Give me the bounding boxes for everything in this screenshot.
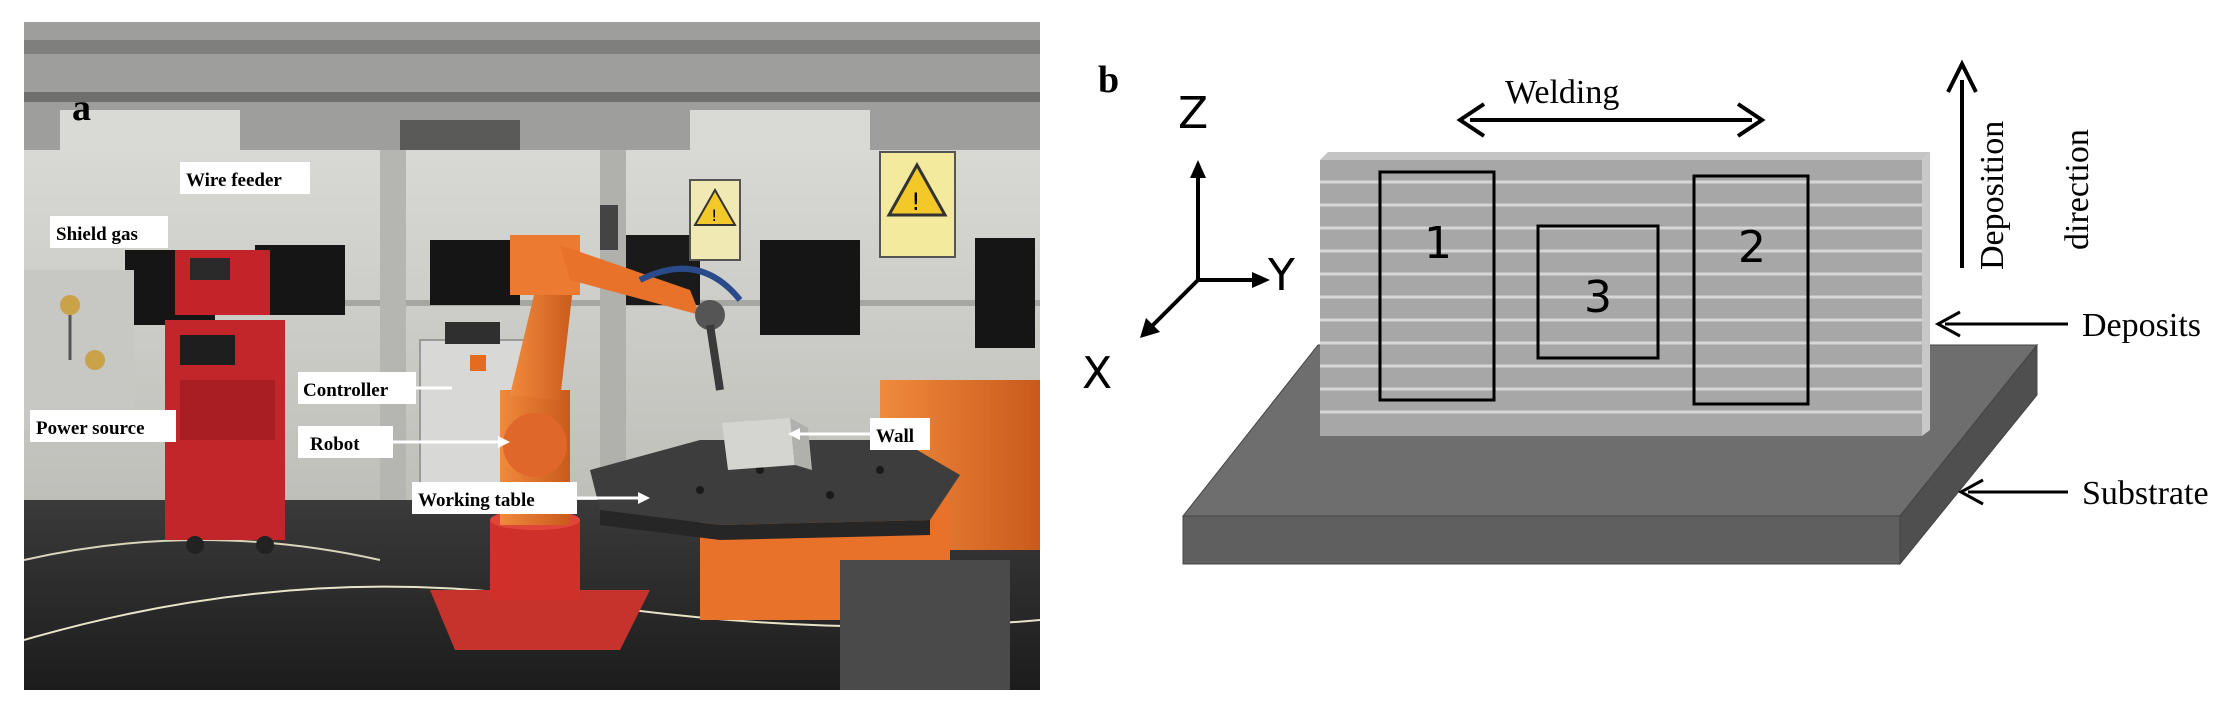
z-arrow-icon (1190, 160, 1206, 178)
panel-a-photo: ! ! (24, 22, 1040, 690)
x-arrow-icon (1140, 318, 1160, 338)
wall-window (760, 240, 860, 335)
deposition-direction-arrow: Deposition direction (1946, 59, 2096, 270)
axis-y-label: Y (1267, 250, 1295, 301)
panel-b-letter: b (1098, 59, 1119, 101)
y-arrow-icon (1252, 272, 1270, 288)
deposit-wall (1320, 152, 1930, 436)
deposits-pointer: Deposits (1934, 307, 2201, 344)
substrate-label: Substrate (2082, 475, 2209, 512)
direction-label: direction (2059, 129, 2096, 250)
ceiling-light (60, 110, 240, 150)
power-source-cabinet (165, 250, 285, 554)
deposit-layers (1320, 180, 1922, 414)
svg-text:3: 3 (1584, 272, 1612, 323)
svg-text:!: ! (711, 206, 717, 225)
panel-b-diagram: b Z Y X (1082, 59, 2209, 566)
label-robot: Robot (310, 434, 360, 455)
axis-z-label: Z (1178, 88, 1208, 139)
label-power-source: Power source (36, 418, 145, 439)
wall-window (975, 238, 1035, 348)
gas-gauge-icon (60, 295, 80, 315)
coordinate-axes: Z Y X (1082, 88, 1295, 399)
warning-sign: ! (879, 151, 956, 258)
label-controller: Controller (303, 380, 389, 401)
sample-region-1: 1 (1378, 170, 1496, 402)
axis-x-label: X (1082, 348, 1112, 399)
panel-a-labels: a Wire feeder Shield gas Controller Powe… (30, 87, 930, 514)
wall-window (430, 240, 520, 305)
deposition-label: Deposition (1974, 121, 2011, 270)
deposits-label: Deposits (2082, 307, 2201, 344)
label-shield-gas: Shield gas (56, 224, 138, 245)
warning-sign: ! (689, 179, 741, 261)
sample-region-3: 3 (1536, 224, 1660, 360)
svg-text:2: 2 (1738, 222, 1766, 273)
svg-text:1: 1 (1424, 218, 1452, 269)
panel-a-letter: a (72, 87, 91, 129)
welding-direction-arrow: Welding (1456, 74, 1766, 138)
gas-gauge-icon (85, 350, 105, 370)
welding-label: Welding (1505, 74, 1619, 111)
working-table (590, 440, 960, 540)
substrate-pointer: Substrate (1957, 475, 2209, 512)
gas-panel (24, 270, 134, 430)
label-wall: Wall (876, 426, 914, 447)
ceiling-light (690, 110, 870, 150)
svg-text:!: ! (911, 188, 921, 216)
deposited-wall (722, 418, 812, 470)
label-working-table: Working table (418, 490, 535, 511)
label-wire-feeder: Wire feeder (186, 170, 282, 191)
sample-region-2: 2 (1692, 174, 1810, 406)
